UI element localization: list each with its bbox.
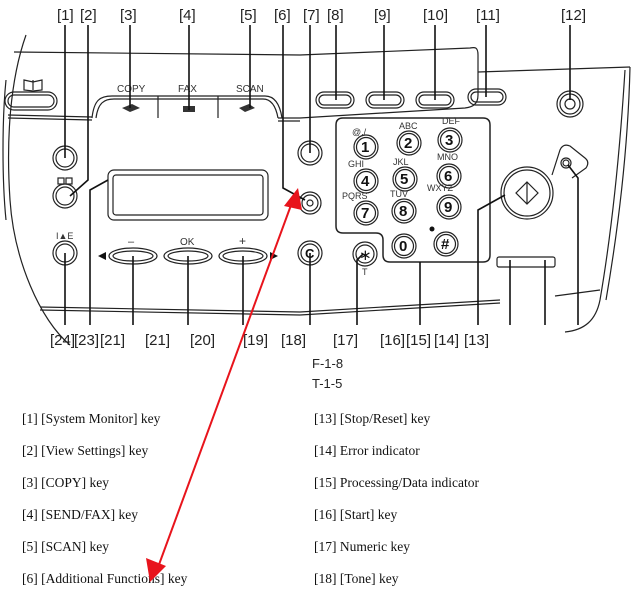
table-id-text: T-1-5 [312,376,343,391]
numeric-key-6[interactable]: 6 MNO [436,152,462,189]
key-digit: 0 [399,238,407,255]
copy-icon [122,104,140,112]
callout-bottom: [23] [74,332,99,349]
callout-bottom: [20] [190,332,215,349]
address-book-key[interactable] [4,91,58,111]
callout-bottom: [21] [145,332,170,349]
key-digit: # [441,236,450,253]
arrow-right-icon [270,252,278,260]
callout-bottom: [24] [50,332,75,349]
callout-bottom: [13] [464,332,489,349]
callout-top: [1] [57,7,74,24]
callout-top: [11] [476,7,500,24]
callout-top: [9] [374,7,391,24]
key-digit: 7 [361,205,369,222]
callout-top: [7] [303,7,320,24]
legend-item: [15] Processing/Data indicator [314,475,479,490]
key-digit: 8 [399,203,407,220]
callout-bottom: [15] [406,332,431,349]
legend-item: [5] [SCAN] key [22,539,109,554]
legend-item: [18] [Tone] key [314,571,399,586]
callout-bottom: [19] [243,332,268,349]
callout-bottom: [21] [100,332,125,349]
key-letters: MNO [437,152,458,162]
arrow-left-icon [98,252,106,260]
legend-item: [1] [System Monitor] key [22,411,161,426]
tone-key-symbol: ∗ [359,246,372,264]
control-panel-diagram: I▲E COPY FAX SCAN – OK + C [2,7,631,349]
tone-key[interactable] [352,241,378,267]
key-letters: ABC [399,121,418,131]
numeric-key-5[interactable]: 5 JKL [392,157,418,192]
key-letters: PQRS [342,191,368,201]
panel-outline [2,34,631,346]
ok-key-label: OK [180,237,195,248]
numeric-key-9[interactable]: 9 WXYZ [427,183,462,220]
view-settings-key[interactable] [52,183,78,209]
legend-item: [3] [COPY] key [22,475,109,490]
coded-dial-key[interactable] [315,91,355,109]
callout-bottom: [18] [281,332,306,349]
lcd-display [107,169,269,221]
callout-top: [3] [120,7,137,24]
view-settings-icon [57,177,65,185]
callout-top: [4] [179,7,196,24]
leader-lines [64,25,579,325]
indicator-lamps [496,256,556,268]
fax-mode-key[interactable] [467,88,507,106]
callout-top: [6] [274,7,291,24]
numeric-key-1[interactable]: 1 @./ [352,127,379,160]
callout-bottom: [14] [434,332,459,349]
power-icon [564,98,576,110]
legend-item: [2] [View Settings] key [22,443,149,458]
key-letters: WXYZ [427,183,454,193]
legend-item: [14] Error indicator [314,443,420,458]
callout-top: [8] [327,7,344,24]
redial-key[interactable] [365,91,405,109]
numeric-key-2[interactable]: 2 ABC [396,121,422,156]
key-digit: 1 [361,139,369,156]
legend-item: [4] [SEND/FAX] key [22,507,138,522]
numeric-key-4[interactable]: 4 GHI [348,159,379,194]
numeric-key-7[interactable]: 7 PQRS [342,191,379,226]
callout-top: [2] [80,7,97,24]
key-digit: 5 [400,171,408,188]
callout-top: [5] [240,7,257,24]
key-digit: 6 [444,168,452,185]
numeric-key-3[interactable]: 3 DEF [437,116,463,153]
plus-key-label: + [239,234,246,248]
numeric-key-hash[interactable]: # [433,231,459,257]
minus-key-label: – [128,236,135,248]
callout-top: [10] [423,7,448,24]
legend-item: [13] [Stop/Reset] key [314,411,431,426]
numeric-key-0[interactable]: 0 [391,233,417,259]
numeric-key-8[interactable]: 8 TUV [390,189,417,224]
callout-top: [12] [561,7,586,24]
figure-id-text: F-1-8 [312,356,344,371]
copy-key-label: COPY [117,84,146,95]
tone-key-label: T [362,267,368,277]
key-letters: TUV [390,189,408,199]
book-icon [23,79,43,92]
fax-key-label: FAX [178,84,197,95]
start-key[interactable] [500,166,554,220]
legend-item: [16] [Start] key [314,507,398,522]
legend-item: [17] Numeric key [314,539,410,554]
scan-icon [239,104,255,112]
key-letters: DEF [442,116,461,126]
key-digit: 4 [361,173,370,190]
key-digit: 3 [445,132,453,149]
stop-reset-key[interactable] [560,157,572,169]
key-digit: 2 [404,135,412,152]
image-quality-icon: I▲E [56,231,73,241]
numeric-keypad-outline [335,117,491,263]
key-letters: JKL [393,157,409,167]
callout-bottom: [17] [333,332,358,349]
key-letters: @./ [352,127,367,137]
key-digit: 9 [444,199,452,216]
diamond-marker-icon [429,226,435,232]
legend-item: [6] [Additional Functions] key [22,571,188,586]
key-letters: GHI [348,159,364,169]
callout-bottom: [16] [380,332,405,349]
